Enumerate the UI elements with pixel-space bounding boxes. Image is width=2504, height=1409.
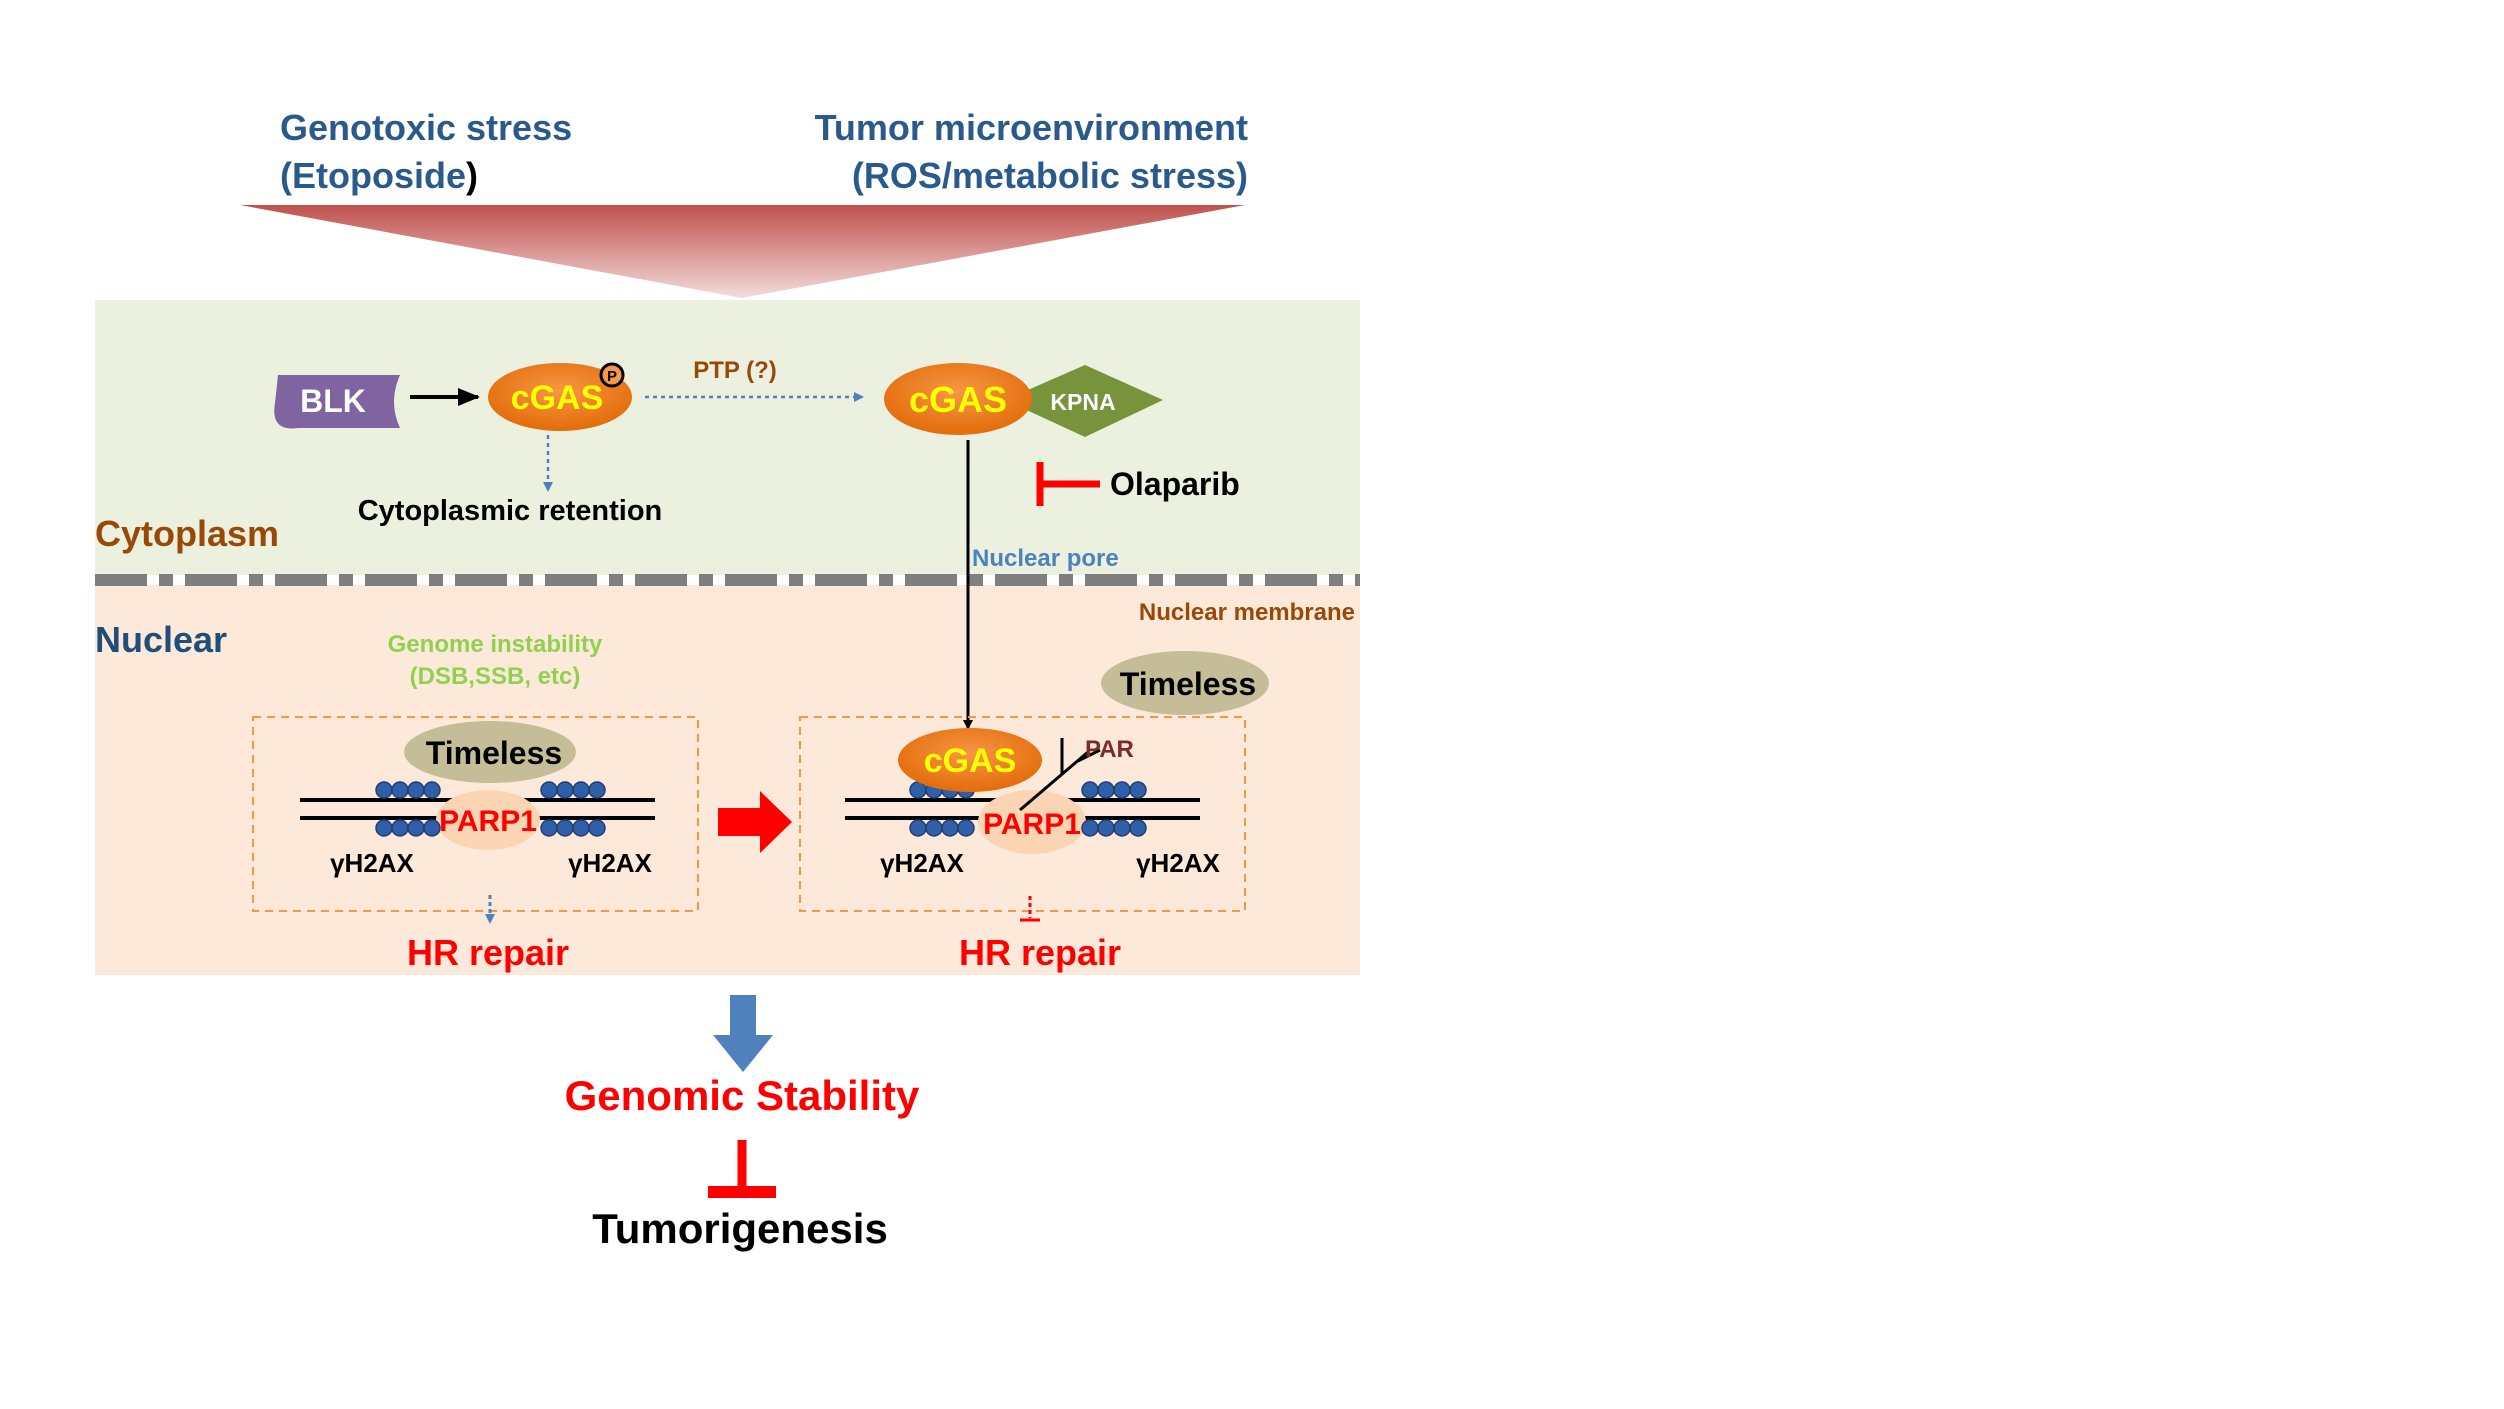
left-h2ax-cluster-right	[540, 781, 606, 837]
tumorigenesis-label: Tumorigenesis	[592, 1205, 888, 1252]
par-label: PAR	[1085, 736, 1134, 763]
nuclear-label: Nuclear	[95, 619, 227, 660]
blk-node: BLK	[274, 375, 400, 429]
genome-instability-detail-label: (DSB,SSB, etc)	[410, 663, 581, 690]
right-hr-inhibit-symbol	[1020, 896, 1040, 922]
cgas-kpna-shape	[884, 363, 1032, 435]
ptp-label: PTP (?)	[693, 357, 777, 384]
cytoplasm-label: Cytoplasm	[95, 513, 279, 554]
right-h2ax-right-label: γH2AX	[1136, 848, 1220, 878]
outcome-pathway: Genomic Stability Tumorigenesis	[565, 995, 920, 1252]
left-h2ax-cluster-left	[375, 781, 441, 837]
transition-arrow	[718, 791, 792, 853]
genotoxic-stress-label: Genotoxic stress	[280, 107, 572, 148]
left-parp1-shape	[436, 790, 540, 850]
nuclear-membrane-label: Nuclear membrane	[1139, 599, 1355, 626]
blk-label: BLK	[300, 383, 366, 419]
free-timeless-node: Timeless	[1101, 651, 1269, 715]
cgas-phospho-shape	[488, 363, 632, 431]
cgas-kpna-label: cGAS	[909, 379, 1007, 420]
stress-inputs: Genotoxic stress (Etoposide) Tumor micro…	[240, 107, 1248, 298]
kpna-shape	[1005, 365, 1163, 437]
genomic-stability-label: Genomic Stability	[565, 1072, 920, 1119]
free-timeless-label: Timeless	[1120, 666, 1256, 702]
kpna-label: KPNA	[1050, 389, 1115, 415]
phospho-label: P	[607, 368, 617, 385]
etoposide-label: (Etoposide)	[280, 155, 478, 196]
nucleus-region	[95, 585, 1360, 975]
par-chain	[1019, 738, 1101, 812]
right-complex-box	[799, 716, 1246, 912]
cytoplasmic-retention-label: Cytoplasmic retention	[358, 495, 663, 527]
right-parp1-shape	[978, 790, 1086, 854]
left-timeless-label: Timeless	[426, 735, 562, 771]
cgas-phospho-label: cGAS	[511, 379, 604, 417]
outcome-down-arrow	[713, 995, 773, 1072]
left-h2ax-left-label: γH2AX	[330, 848, 414, 878]
right-cgas-shape	[898, 728, 1042, 792]
left-timeless-shape	[404, 721, 576, 783]
nuclear-pore-label: Nuclear pore	[972, 545, 1119, 572]
cgas-kpna-complex: KPNA cGAS	[884, 363, 1163, 437]
cgas-phospho-node: cGAS P	[488, 362, 632, 431]
free-timeless-shape	[1101, 651, 1269, 715]
left-repair-complex: Timeless PARP1 γH2AX γH2AX HR repair	[252, 716, 699, 973]
right-hr-repair-label: HR repair	[959, 932, 1121, 973]
blk-shape	[274, 375, 400, 429]
ros-metabolic-stress-label: (ROS/metabolic stress)	[852, 155, 1248, 196]
right-h2ax-cluster-right	[1081, 781, 1147, 837]
left-parp1-label: PARP1	[439, 805, 537, 838]
right-parp1-label: PARP1	[983, 808, 1081, 841]
left-complex-box	[252, 716, 699, 912]
genome-instability-label: Genome instability	[388, 631, 603, 658]
right-cgas-label: cGAS	[924, 742, 1017, 780]
tumor-microenvironment-label: Tumor microenvironment	[815, 107, 1248, 148]
olaparib-label: Olaparib	[1110, 466, 1240, 502]
left-h2ax-right-label: γH2AX	[568, 848, 652, 878]
right-repair-complex: cGAS PAR PARP1 γH2AX γH2AX HR repair	[799, 716, 1246, 973]
phospho-circle	[599, 362, 625, 388]
right-h2ax-left-label: γH2AX	[880, 848, 964, 878]
stress-convergence-wedge	[240, 205, 1245, 298]
cytoplasm-region	[95, 300, 1360, 575]
olaparib-inhibitor: Olaparib	[1036, 462, 1240, 506]
left-hr-repair-label: HR repair	[407, 932, 569, 973]
